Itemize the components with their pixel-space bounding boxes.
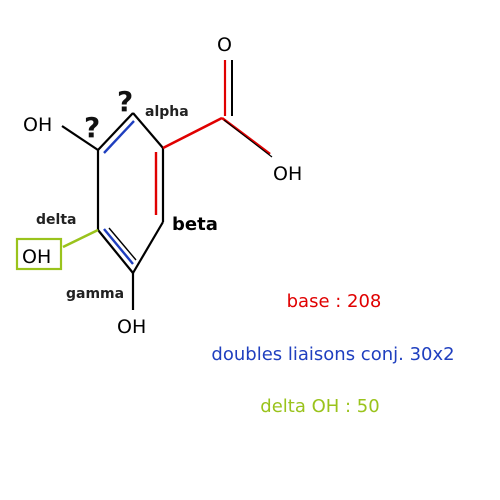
double-bond-c4-gamma-black	[108, 227, 137, 261]
oxygen-label: O	[217, 34, 232, 56]
bond-c4-oh-green	[62, 228, 99, 249]
question-mark-1: ?	[117, 85, 133, 118]
bond-gamma-beta	[132, 221, 164, 274]
double-bond-alpha-c3-blue	[103, 120, 135, 154]
bond-c4-gamma	[97, 229, 134, 274]
bond-carboxyl-oh-black	[223, 119, 273, 158]
base-value-text: base : 208	[287, 291, 382, 312]
oh-left-label: OH	[23, 114, 52, 136]
bond-c1-carboxyl-red	[162, 116, 223, 150]
oh-boxed-label: OH	[22, 246, 51, 268]
double-bond-c4-gamma-blue	[103, 228, 134, 265]
bond-alpha-c3	[97, 112, 134, 151]
delta-oh-box	[15, 237, 63, 271]
alpha-label: alpha	[145, 104, 189, 120]
gamma-label: gamma	[66, 286, 124, 302]
delta-oh-text: delta OH : 50	[260, 396, 379, 417]
delta-label: delta	[36, 212, 76, 228]
conjugated-bonds-text: doubles liaisons conj. 30x2	[211, 344, 454, 365]
question-mark-2: ?	[84, 111, 100, 144]
beta-label: beta	[172, 214, 218, 235]
acid-oh-label: OH	[273, 163, 302, 185]
oh-bottom-label: OH	[117, 316, 146, 338]
bond-c1-alpha	[132, 112, 164, 149]
bond-c3-oh	[61, 125, 99, 151]
